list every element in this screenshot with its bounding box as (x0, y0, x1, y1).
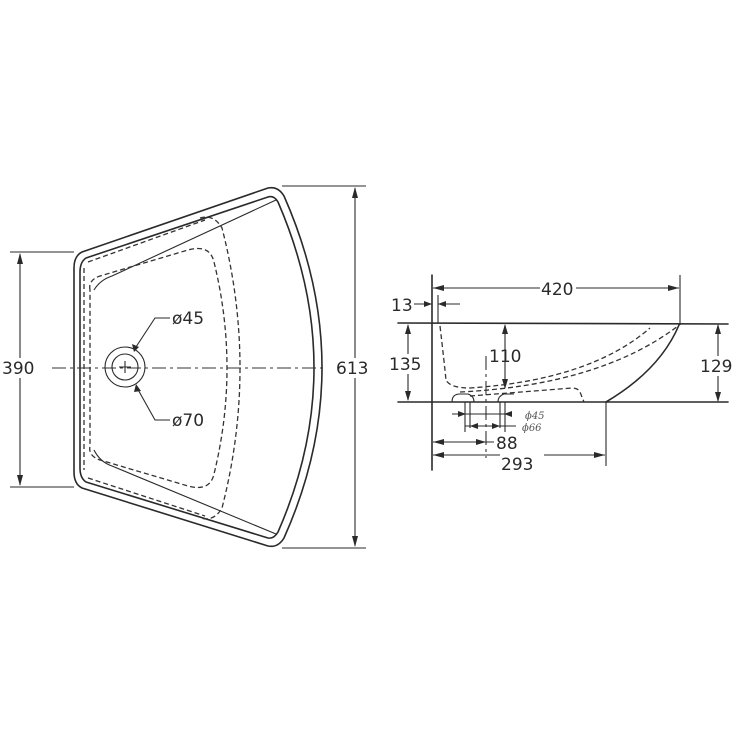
dim-613-label: 613 (336, 359, 368, 379)
dim-390-extensions (10, 251, 74, 488)
drain-outer-circle (104, 346, 146, 388)
drain-nub (451, 393, 514, 403)
dim-613-extensions (282, 185, 366, 549)
arrowhead (594, 452, 605, 458)
arrowhead (405, 324, 411, 334)
basin-outer-outline (73, 186, 323, 548)
arrowhead (458, 411, 466, 417)
bowl-profile-inner (439, 325, 651, 389)
bowl-inner-outline-outer (199, 216, 241, 520)
arrowhead (352, 187, 358, 198)
arrowhead (476, 439, 486, 445)
dim-293-label: 293 (501, 455, 533, 475)
drain-inner-circle (111, 353, 139, 381)
dim-390-label: 390 (2, 359, 34, 379)
arrowhead (433, 285, 444, 291)
arrowhead (405, 391, 411, 401)
basin-rim-outline (79, 195, 315, 539)
drain-inner-label: ø45 (172, 309, 204, 329)
arrowhead (502, 324, 508, 334)
bowl-profile-outer (459, 325, 679, 393)
drain-center-cross (119, 361, 131, 373)
arrowhead (492, 423, 500, 429)
side-drain-inner-label: ϕ45 (525, 411, 545, 422)
bowl-underside (469, 387, 585, 403)
dim-129-label: 129 (700, 357, 732, 377)
arrowhead (352, 536, 358, 547)
arrowhead (470, 423, 478, 429)
drain-inner-leader (133, 317, 170, 351)
arrowhead (132, 344, 139, 352)
arrowhead (134, 384, 141, 392)
arrowhead (438, 301, 446, 307)
dim-88-label: 88 (496, 434, 518, 454)
rim-hidden-line (83, 219, 206, 517)
side-drain-outer-label: ϕ66 (522, 423, 542, 434)
dim-420-label: 420 (541, 280, 573, 300)
arrowhead (715, 392, 721, 402)
arrowhead (715, 324, 721, 334)
arrowhead (504, 411, 512, 417)
arrowhead (17, 475, 23, 486)
arrowhead (433, 452, 444, 458)
arrowhead (668, 285, 679, 291)
plan-view: ø45 ø70 390 613 (0, 185, 374, 549)
arrowhead (17, 253, 23, 264)
rim-top-line (397, 322, 729, 325)
arrowhead (502, 379, 508, 389)
dim-110-label: 110 (489, 347, 521, 367)
inner-slope-line (93, 199, 277, 535)
arrowhead (433, 439, 444, 445)
dim-135-label: 135 (389, 355, 421, 375)
side-view: ϕ45 ϕ66 420 13 135 110 (388, 274, 738, 475)
arrowhead (424, 301, 432, 307)
drain-pipe-lines (464, 402, 506, 432)
bowl-floor-outline (89, 247, 228, 489)
drain-outer-label: ø70 (172, 411, 204, 431)
drain-outer-leader (135, 385, 170, 421)
dim-13-label: 13 (391, 296, 413, 316)
outer-profile-curve (605, 324, 680, 403)
